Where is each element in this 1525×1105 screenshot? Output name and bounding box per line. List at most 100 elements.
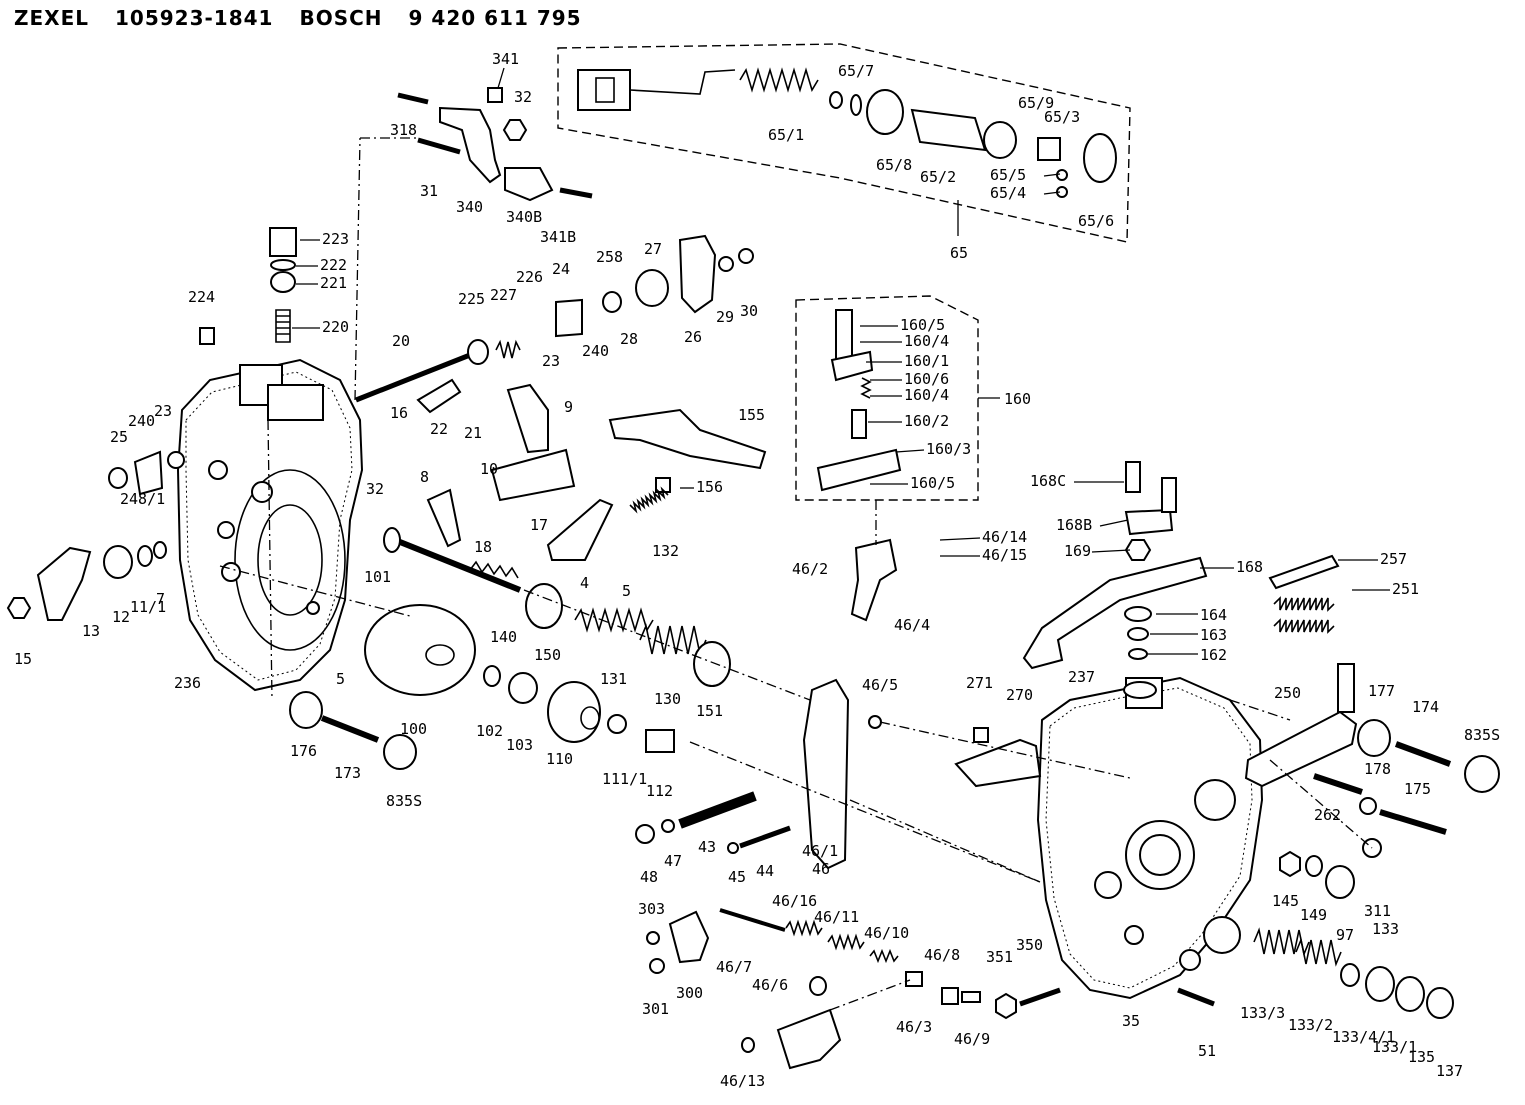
label-270: 270	[1006, 686, 1033, 704]
label-248-1: 248/1	[120, 490, 165, 508]
label-311: 311	[1364, 902, 1391, 920]
washer-137	[1426, 987, 1454, 1019]
label-351: 351	[986, 948, 1013, 966]
label-174: 174	[1412, 698, 1439, 716]
label-257: 257	[1380, 550, 1407, 568]
label-133: 133	[1372, 920, 1399, 938]
label-25: 25	[110, 428, 128, 446]
label-224: 224	[188, 288, 215, 306]
label-160-1: 160/1	[904, 352, 949, 370]
washer-222	[270, 259, 296, 271]
label-10: 10	[480, 460, 498, 478]
bracket-300	[668, 910, 710, 964]
part-110	[547, 681, 601, 743]
label-5-lower: 5	[336, 670, 345, 688]
part-150	[525, 583, 563, 629]
ring-7	[153, 541, 167, 559]
label-29: 29	[716, 308, 734, 326]
part-25	[108, 467, 128, 489]
label-65-5: 65/5	[990, 166, 1026, 184]
label-46-9: 46/9	[954, 1030, 990, 1048]
part-258	[602, 291, 622, 313]
label-130: 130	[654, 690, 681, 708]
part-12	[103, 545, 133, 579]
label-46-6: 46/6	[752, 976, 788, 994]
spring-46-11	[827, 933, 865, 951]
nut-46-8	[941, 987, 959, 1005]
washer-45	[727, 842, 739, 854]
label-103: 103	[506, 736, 533, 754]
label-262: 262	[1314, 806, 1341, 824]
label-24: 24	[552, 260, 570, 278]
washer-47	[661, 819, 675, 833]
nut-30	[738, 248, 754, 264]
bolt-176	[289, 691, 323, 729]
label-65-6: 65/6	[1078, 212, 1114, 230]
label-175: 175	[1404, 780, 1431, 798]
washer-301	[649, 958, 665, 974]
lever-250	[1244, 710, 1358, 788]
label-173: 173	[334, 764, 361, 782]
lever-4	[546, 498, 614, 561]
label-220: 220	[322, 318, 349, 336]
label-28: 28	[620, 330, 638, 348]
label-46-5: 46/5	[862, 676, 898, 694]
label-225: 225	[458, 290, 485, 308]
leader-lines	[292, 67, 1390, 655]
zexel-part-number: 105923-1841	[115, 6, 274, 30]
label-227: 227	[490, 286, 517, 304]
part-162	[1128, 648, 1148, 660]
washer-178	[1359, 797, 1377, 815]
label-350: 350	[1016, 936, 1043, 954]
screw-175	[1379, 809, 1447, 835]
label-271: 271	[966, 674, 993, 692]
label-160-4-mid: 160/4	[904, 386, 949, 404]
nut-177	[1357, 719, 1391, 757]
label-31: 31	[420, 182, 438, 200]
label-102: 102	[476, 722, 503, 740]
label-5-upper: 5	[622, 582, 631, 600]
lever-9	[506, 383, 549, 454]
fuel-stop-assembly-160	[816, 309, 902, 492]
label-163: 163	[1200, 626, 1227, 644]
nut-46-3	[905, 971, 923, 987]
label-177: 177	[1368, 682, 1395, 700]
label-132: 132	[652, 542, 679, 560]
part-102	[483, 665, 501, 687]
screw-350	[1019, 987, 1061, 1007]
label-23-left: 23	[154, 402, 172, 420]
label-168: 168	[1236, 558, 1263, 576]
label-16: 16	[390, 404, 408, 422]
washer-97	[1325, 865, 1355, 899]
flyweight-100	[364, 604, 476, 696]
screw-168c	[1125, 461, 1141, 493]
label-155: 155	[738, 406, 765, 424]
cap-835s-left	[383, 734, 417, 770]
label-46-2: 46/2	[792, 560, 828, 578]
pin-168b	[1161, 477, 1177, 513]
part-number-labels: 341 32 318 31 340 340B 341B 223 222 221 …	[14, 50, 1500, 1090]
spring-130	[639, 623, 707, 657]
spring-131	[574, 607, 654, 633]
label-236: 236	[174, 674, 201, 692]
label-223: 223	[322, 230, 349, 248]
nut-145	[1279, 850, 1301, 878]
label-133-1: 133/1	[1372, 1038, 1417, 1056]
label-65-7: 65/7	[838, 62, 874, 80]
spring-132	[629, 486, 669, 514]
label-340b: 340B	[506, 208, 542, 226]
label-110: 110	[546, 750, 573, 768]
pin-44	[739, 825, 791, 849]
label-65: 65	[950, 244, 968, 262]
washer-225	[467, 339, 489, 365]
label-30: 30	[740, 302, 758, 320]
rod-20	[355, 352, 471, 403]
label-51: 51	[1198, 1042, 1216, 1060]
label-46-7: 46/7	[716, 958, 752, 976]
label-111-1: 111/1	[602, 770, 647, 788]
label-169: 169	[1064, 542, 1091, 560]
part-112	[645, 729, 675, 753]
brand-zexel: ZEXEL	[14, 6, 89, 30]
label-145: 145	[1272, 892, 1299, 910]
